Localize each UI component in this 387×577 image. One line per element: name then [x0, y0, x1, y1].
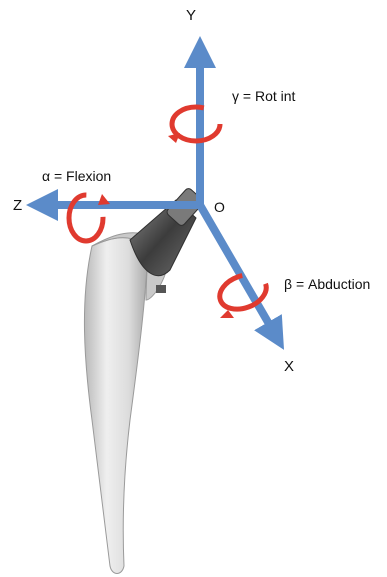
origin-label: O [214, 199, 225, 215]
z-axis-label: Z [13, 197, 22, 214]
gamma-rotation-label: γ = Rot int [232, 88, 296, 104]
stem-body [84, 238, 148, 574]
alpha-rotation-label: α = Flexion [42, 168, 111, 184]
x-axis [200, 205, 276, 336]
x-axis-label: X [284, 358, 294, 375]
y-axis-label: Y [186, 7, 196, 24]
rotation-alpha-head [98, 194, 110, 205]
femoral-stem [84, 187, 204, 573]
stem-collar [156, 285, 166, 293]
beta-rotation-label: β = Abduction [284, 276, 370, 292]
rotation-gamma-arrow [168, 107, 220, 143]
